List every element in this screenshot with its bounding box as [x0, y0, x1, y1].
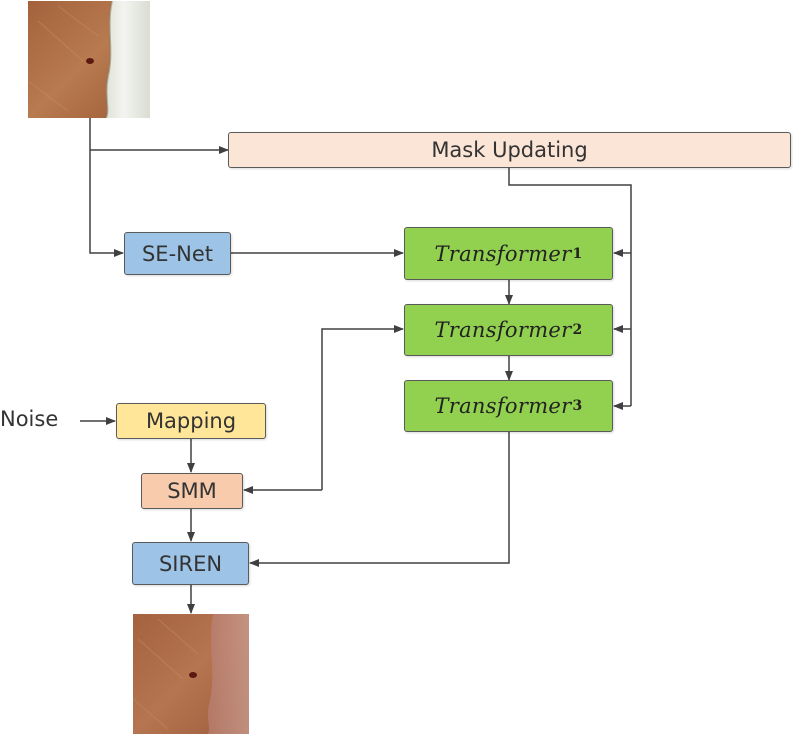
transformer-3-label: Transformer [434, 394, 572, 418]
edge-transformer-3-to-siren [249, 432, 510, 567]
mapping-box: Mapping [116, 403, 266, 439]
edge-smm-to-transformer-2 [321, 325, 404, 490]
transformer-3-subscript: 3 [572, 398, 583, 414]
mapping-label: Mapping [145, 409, 237, 433]
transformer-1-subscript: 1 [572, 245, 583, 262]
transformer-1-label: Transformer [434, 241, 572, 266]
smm-box: SMM [141, 473, 243, 509]
transformer-2-subscript: 2 [572, 322, 583, 338]
se-net-label: SE-Net [141, 241, 214, 266]
se-net-box: SE-Net [124, 232, 231, 275]
output-image [133, 614, 249, 734]
mask-updating-box: Mask Updating [228, 132, 791, 168]
edge-mask-to-transformers [508, 168, 632, 406]
input-image [28, 1, 150, 118]
mask-updating-label: Mask Updating [431, 138, 588, 162]
transformer-2-label: Transformer [434, 318, 572, 342]
siren-label: SIREN [158, 551, 223, 576]
edge-input-to-se-net [89, 118, 124, 257]
noise-label: Noise [0, 407, 59, 431]
smm-label: SMM [167, 479, 217, 503]
siren-box: SIREN [132, 542, 249, 585]
